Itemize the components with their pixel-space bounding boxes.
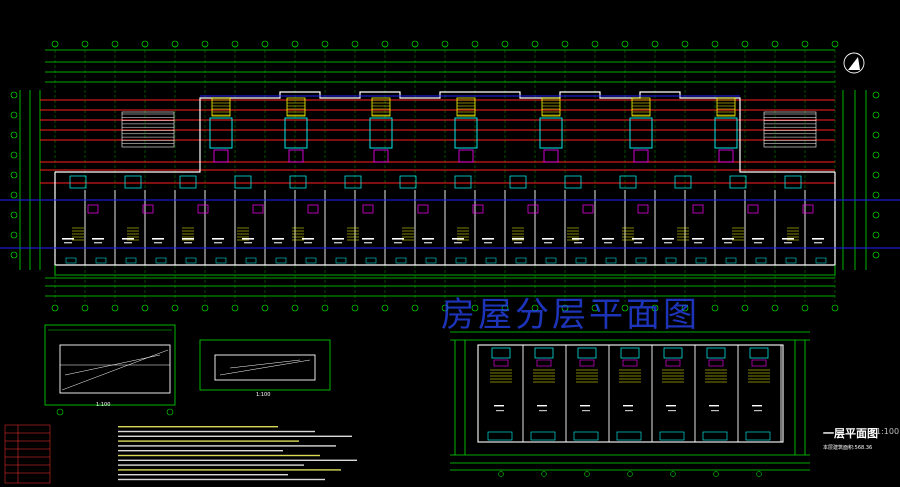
ground-floor-plan-title: 一层平面图 [823,427,878,440]
stair-core-blocks [69,97,814,241]
axis-bubble-icon [51,304,839,312]
stair-treads [122,113,816,144]
ground-floor-plan-frame [450,331,810,471]
detail-2-scale-label: 1:100 [256,392,271,398]
detail-1-scale-label: 1:100 [96,402,111,408]
drawing-main-title: 房屋分层平面图 [441,295,700,335]
axis-bubble-icon [51,40,839,48]
ground-floor-units [487,345,782,477]
main-plan-room-partitions [54,190,806,265]
ground-floor-walls [477,344,784,443]
blue-guide-lines [0,95,900,249]
detail-2-section [199,339,331,391]
main-plan-axis-grid [54,45,836,302]
main-plan-dimension-lines [19,49,867,297]
north-arrow-icon [843,52,865,74]
axis-bubble-icon [10,91,880,259]
red-structure-lines [40,99,835,184]
stair-left [121,111,175,148]
general-notes-text [118,426,357,481]
stair-right [763,111,817,148]
main-plan-balcony-strip [54,265,836,276]
ground-floor-area-note: 本层建筑面积:568.36 [823,445,873,451]
detail-1-section [44,324,176,416]
title-block-table [4,424,51,484]
room-labels [62,238,827,264]
ground-floor-plan-scale: 1:100 [876,427,900,436]
